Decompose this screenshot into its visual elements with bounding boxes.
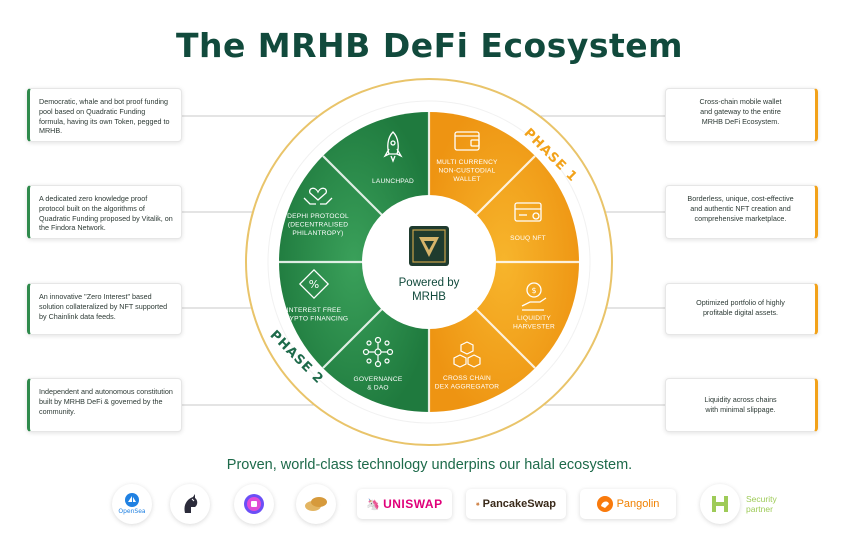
segment-label-governance: & DAO — [367, 385, 389, 392]
partner-circle — [234, 483, 274, 525]
partner-pangolin: Pangolin — [580, 483, 676, 525]
opensea-label: OpenSea — [118, 508, 146, 515]
segment-label-dex: CROSS CHAIN — [443, 375, 491, 382]
mrhb-logo — [409, 226, 449, 266]
segment-label-interest: INTEREST FREE — [287, 307, 342, 314]
description-box-dex: Liquidity across chains with minimal sli… — [665, 378, 818, 432]
segment-label-wallet: MULTI CURRENCY — [436, 159, 498, 166]
segment-label-dephi: DEPHI PROTOCOL — [287, 213, 349, 220]
harvester-desc-line: Optimized portfolio of highly — [696, 298, 785, 307]
segment-label-dex: DEX AGGREGATOR — [435, 384, 500, 391]
partner-pancakeswap: PancakeSwap — [466, 483, 566, 525]
nft-card-icon — [514, 202, 542, 222]
segment-label-wallet: NON-CUSTODIAL — [438, 168, 495, 175]
partner-uniswap: 🦄 UNISWAP — [357, 483, 452, 525]
wallet-desc-line: Cross-chain mobile wallet — [699, 97, 782, 106]
coins-icon — [305, 497, 327, 511]
segment-label-governance: GOVERNANCE — [354, 376, 403, 383]
svg-text:$: $ — [531, 286, 536, 295]
round-app-icon — [244, 494, 264, 514]
partner-coins — [296, 483, 336, 525]
pangolin-icon — [596, 496, 613, 512]
rocket-icon — [383, 131, 403, 163]
pancakeswap-label: PancakeSwap — [482, 498, 556, 510]
description-box-harvester: Optimized portfolio of highly profitable… — [665, 283, 818, 335]
souq-desc-line: and authentic NFT creation and — [690, 203, 791, 213]
partner-opensea: OpenSea — [112, 483, 152, 525]
segment-label-launchpad: LAUNCHPAD — [372, 178, 414, 185]
segment-label-interest: CRYPTO FINANCING — [280, 316, 349, 323]
segment-label-harvester: LIQUIDITY — [517, 315, 551, 322]
dex-desc-line: with minimal slippage. — [705, 404, 776, 414]
hands-heart-icon — [303, 187, 333, 205]
uniswap-icon: 🦄 — [366, 498, 381, 511]
souq-desc-line: comprehensive marketplace. — [694, 213, 787, 223]
segment-label-souq: SOUQ NFT — [510, 235, 546, 242]
souq-desc-line: Borderless, unique, cost-effective — [687, 194, 794, 203]
unicorn-icon — [184, 494, 198, 513]
money-hand-icon: $ — [521, 282, 547, 311]
description-box-interest-free: An innovative "Zero Interest" based solu… — [27, 283, 182, 335]
harvester-desc-line: profitable digital assets. — [702, 307, 779, 317]
page-title: The MRHB DeFi Ecosystem — [175, 26, 684, 65]
uniswap-label: UNISWAP — [383, 497, 443, 511]
partner-unicorn — [170, 483, 210, 525]
pangolin-label: Pangolin — [616, 498, 660, 510]
security-label-line1: Security — [746, 494, 777, 504]
wallet-icon — [454, 131, 480, 151]
segment-label-harvester: HARVESTER — [513, 324, 555, 331]
segment-label-dephi: PHILANTROPY) — [292, 230, 343, 237]
center-label-line1: Powered by — [399, 277, 460, 289]
description-box-souq-nft: Borderless, unique, cost-effective and a… — [665, 185, 818, 239]
description-box-dephi: A dedicated zero knowledge proof protoco… — [27, 185, 182, 239]
percent-icon: % — [298, 268, 330, 300]
description-box-launchpad: Democratic, whale and bot proof funding … — [27, 88, 182, 142]
center-label-line2: MRHB — [412, 291, 446, 303]
description-box-governance: Independent and autonomous constitution … — [27, 378, 182, 432]
wallet-desc-line: MRHB DeFi Ecosystem. — [701, 116, 780, 126]
wallet-desc-line: and gateway to the entire — [700, 106, 781, 116]
description-box-wallet: Cross-chain mobile wallet and gateway to… — [665, 88, 818, 142]
partner-security: Security partner — [700, 483, 790, 525]
halborn-icon — [712, 496, 728, 512]
cubes-icon — [453, 341, 481, 368]
pancakeswap-icon — [476, 502, 480, 506]
segment-label-dephi: (DECENTRALISED — [288, 222, 348, 229]
segment-label-wallet: WALLET — [453, 176, 480, 183]
network-icon — [362, 336, 394, 368]
svg-text:%: % — [309, 278, 319, 291]
security-label-line2: partner — [746, 504, 773, 514]
opensea-icon — [125, 493, 139, 507]
tagline: Proven, world-class technology underpins… — [226, 457, 633, 473]
dex-desc-line: Liquidity across chains — [704, 395, 777, 404]
